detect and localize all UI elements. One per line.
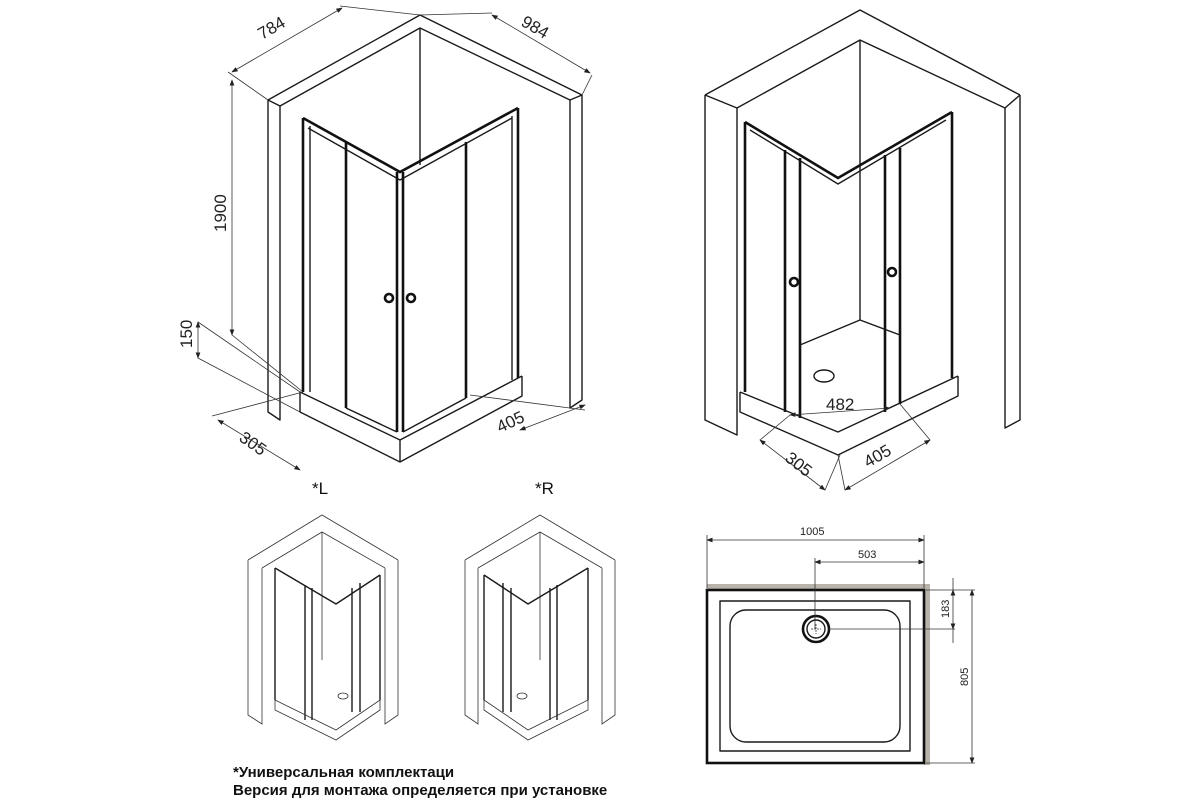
variant-left-drawing: *L (247, 479, 399, 741)
dim-805: 805 (959, 668, 971, 686)
dim-984: 984 (518, 12, 552, 43)
dim-305: 305 (782, 448, 816, 480)
dim-305: 305 (236, 428, 270, 460)
front-view-drawing: 784 984 1900 150 305 405 (177, 5, 593, 471)
open-view-drawing: 482 305 405 (704, 9, 1021, 491)
variant-right-label: *R (535, 479, 554, 498)
note-line-2: Версия для монтажа определяется при уста… (233, 782, 608, 799)
dim-1005: 1005 (800, 526, 824, 538)
dim-482: 482 (826, 395, 854, 414)
dim-150: 150 (177, 320, 196, 348)
walls (267, 14, 583, 421)
dim-405: 405 (861, 441, 895, 472)
shower-enclosure (301, 106, 520, 433)
dimension-lines (195, 5, 593, 471)
shower-enclosure (743, 110, 954, 418)
note-line-1: *Универсальная комплектаци (233, 764, 455, 781)
dim-1900: 1900 (211, 194, 230, 232)
dimension-lines (759, 403, 931, 491)
walls (704, 9, 1021, 436)
variant-right-drawing: *R (464, 479, 616, 741)
dim-183: 183 (940, 600, 952, 618)
dim-405: 405 (494, 407, 528, 436)
variant-left-label: *L (312, 479, 328, 498)
dim-784: 784 (255, 13, 289, 44)
shower-tray (299, 375, 523, 463)
dim-503: 503 (858, 549, 876, 561)
tray-plan-drawing: 1005 503 183 805 (705, 526, 975, 765)
